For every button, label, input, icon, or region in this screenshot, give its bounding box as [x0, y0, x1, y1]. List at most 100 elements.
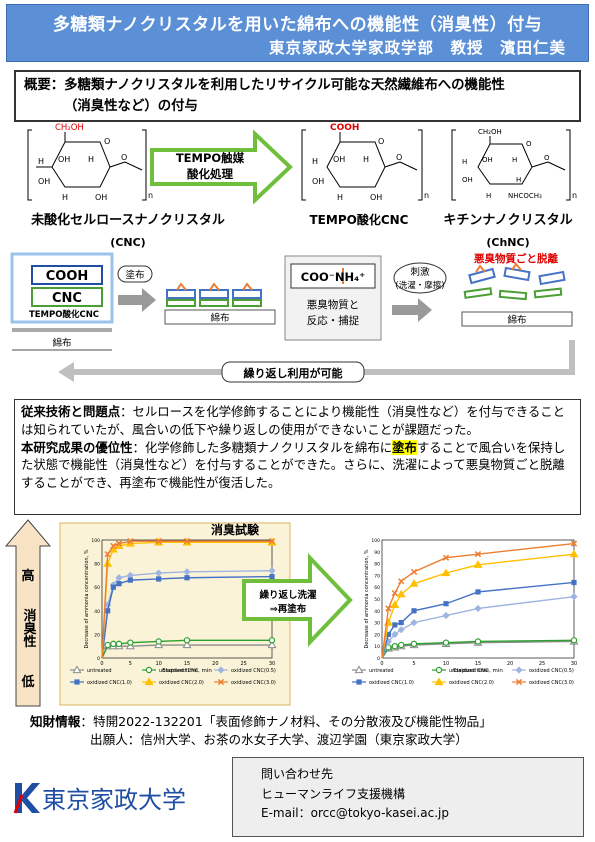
legend-label: oxidized CNC(0.5)	[231, 668, 276, 674]
legend-marker	[435, 666, 443, 674]
reuse-arrow: 繰り返し利用が可能	[58, 340, 575, 383]
legend-marker	[217, 678, 225, 686]
data-point	[396, 589, 406, 598]
data-point	[183, 538, 191, 545]
series-line	[101, 575, 273, 659]
n-label: n	[424, 191, 429, 200]
logo-mark-icon	[13, 782, 40, 814]
data-point	[268, 567, 276, 575]
series-line	[381, 542, 575, 659]
legend-label: oxidized CNC(2.0)	[449, 680, 494, 686]
y-tick-label: 40	[374, 609, 380, 615]
data-point	[155, 538, 162, 545]
h-label: H	[337, 193, 343, 202]
advantage-label: 本研究成果の優位性	[21, 439, 133, 455]
oh-label: OH	[482, 156, 493, 164]
x-tick-label: 30	[269, 661, 275, 667]
capture-line2: 反応・捕捉	[307, 314, 360, 327]
data-point	[156, 576, 162, 582]
x-tick-label: 5	[412, 661, 415, 667]
data-point	[127, 577, 133, 583]
data-point	[474, 638, 482, 645]
x-tick-label: 15	[475, 661, 481, 667]
y-tick-label: 20	[94, 632, 100, 638]
release-label: 悪臭物質ごと脱離	[474, 252, 558, 265]
y-tick-label: 40	[94, 609, 100, 615]
n-label: n	[148, 191, 153, 200]
y-axis-label: Decrease of ammonia concentration, %	[84, 549, 90, 648]
y-tick-label: 80	[94, 562, 100, 568]
rewash-line1: 繰り返し洗濯	[258, 589, 317, 601]
y-tick-label: 50	[374, 597, 380, 603]
rewash-arrow	[242, 553, 353, 647]
chnc-abbr: (ChNC)	[486, 236, 529, 249]
tempo-arrow: TEMPO触媒 酸化処理	[150, 129, 293, 205]
legend-marker	[217, 666, 225, 674]
n-label: n	[572, 191, 577, 200]
x-tick-label: 0	[100, 661, 103, 667]
data-point	[475, 589, 481, 595]
oh-label: OH	[58, 155, 70, 164]
arrow-label-1: TEMPO触媒	[176, 151, 245, 165]
contact-org: ヒューマンライフ支援機構	[261, 786, 406, 801]
x-axis-label: Elapsed time, min	[453, 668, 503, 674]
data-point	[473, 560, 483, 568]
y-tick-label: 90	[374, 550, 380, 556]
legend-marker	[144, 677, 154, 686]
ch2oh-plain-label: CH₂OH	[478, 128, 502, 136]
oh-label: OH	[370, 193, 382, 202]
oh-label: OH	[462, 176, 473, 184]
cnc-block	[31, 287, 103, 307]
data-point	[155, 638, 162, 645]
data-point	[474, 604, 482, 613]
legend-label: oxidized CNC(2.0)	[159, 680, 204, 686]
h-label: H	[62, 193, 68, 202]
y-tick-label: 80	[374, 562, 380, 568]
data-point	[127, 639, 134, 646]
data-point	[570, 540, 578, 547]
nhcoch3-label: NHCOCH₃	[508, 192, 542, 200]
oh-label: OH	[95, 193, 107, 202]
contact-title: 問い合わせ先	[261, 767, 334, 781]
x-axis-label: Elapsed time, min	[162, 668, 212, 674]
deodor-label: 消臭性	[21, 608, 37, 648]
description-box: 従来技術と問題点：セルロースを化学修飾することにより機能性（消臭性など）を付与で…	[14, 399, 581, 515]
legend-label: oxidized CNC(0.5)	[529, 668, 574, 674]
stimulus-line2: (洗濯・摩擦)	[395, 280, 444, 291]
oh-label: OH	[333, 155, 345, 164]
fabric-bar	[12, 328, 112, 332]
data-point	[105, 608, 111, 614]
data-point	[116, 581, 122, 587]
oh-label: OH	[312, 177, 324, 186]
tempo-cnc-name: TEMPO酸化CNC	[310, 212, 409, 227]
data-point	[570, 637, 578, 644]
data-point	[410, 640, 418, 648]
x-tick-label: 0	[380, 661, 383, 667]
data-point	[110, 584, 116, 590]
link-o: O	[544, 154, 550, 162]
h-label: H	[516, 176, 521, 184]
link-o: O	[396, 153, 402, 162]
x-tick-label: 25	[539, 661, 545, 667]
problem-text: ：セルロースを化学修飾することにより機能性（消臭性など）を付与できることは知られ…	[21, 404, 566, 437]
oh-label: OH	[38, 177, 50, 186]
data-point	[182, 640, 192, 649]
data-point	[398, 641, 405, 649]
arrow-coat	[118, 288, 156, 312]
y-tick-label: 30	[374, 621, 380, 627]
y-axis-label: Decrease of ammonia concentration, %	[364, 549, 370, 648]
h-label: H	[38, 157, 44, 166]
data-point	[110, 542, 117, 550]
contact-email[interactable]: E-mail：orcc@tokyo-kasei.ac.jp	[261, 806, 449, 820]
data-point	[104, 641, 111, 649]
legend-marker	[434, 677, 444, 686]
legend-marker	[72, 665, 82, 674]
chnc-name: キチンナノクリスタル	[443, 213, 572, 228]
data-point	[569, 549, 579, 558]
ip-info: 知財情報：特開2022-132201「表面修飾ナノ材料、その分散液及び機能性物品…	[30, 713, 492, 748]
fabric-label-2: 綿布	[210, 312, 229, 324]
cnc-name: 未酸化セルロースナノクリスタル	[30, 212, 225, 228]
coo-nh4-box	[290, 263, 376, 289]
coating-pill	[117, 265, 153, 283]
